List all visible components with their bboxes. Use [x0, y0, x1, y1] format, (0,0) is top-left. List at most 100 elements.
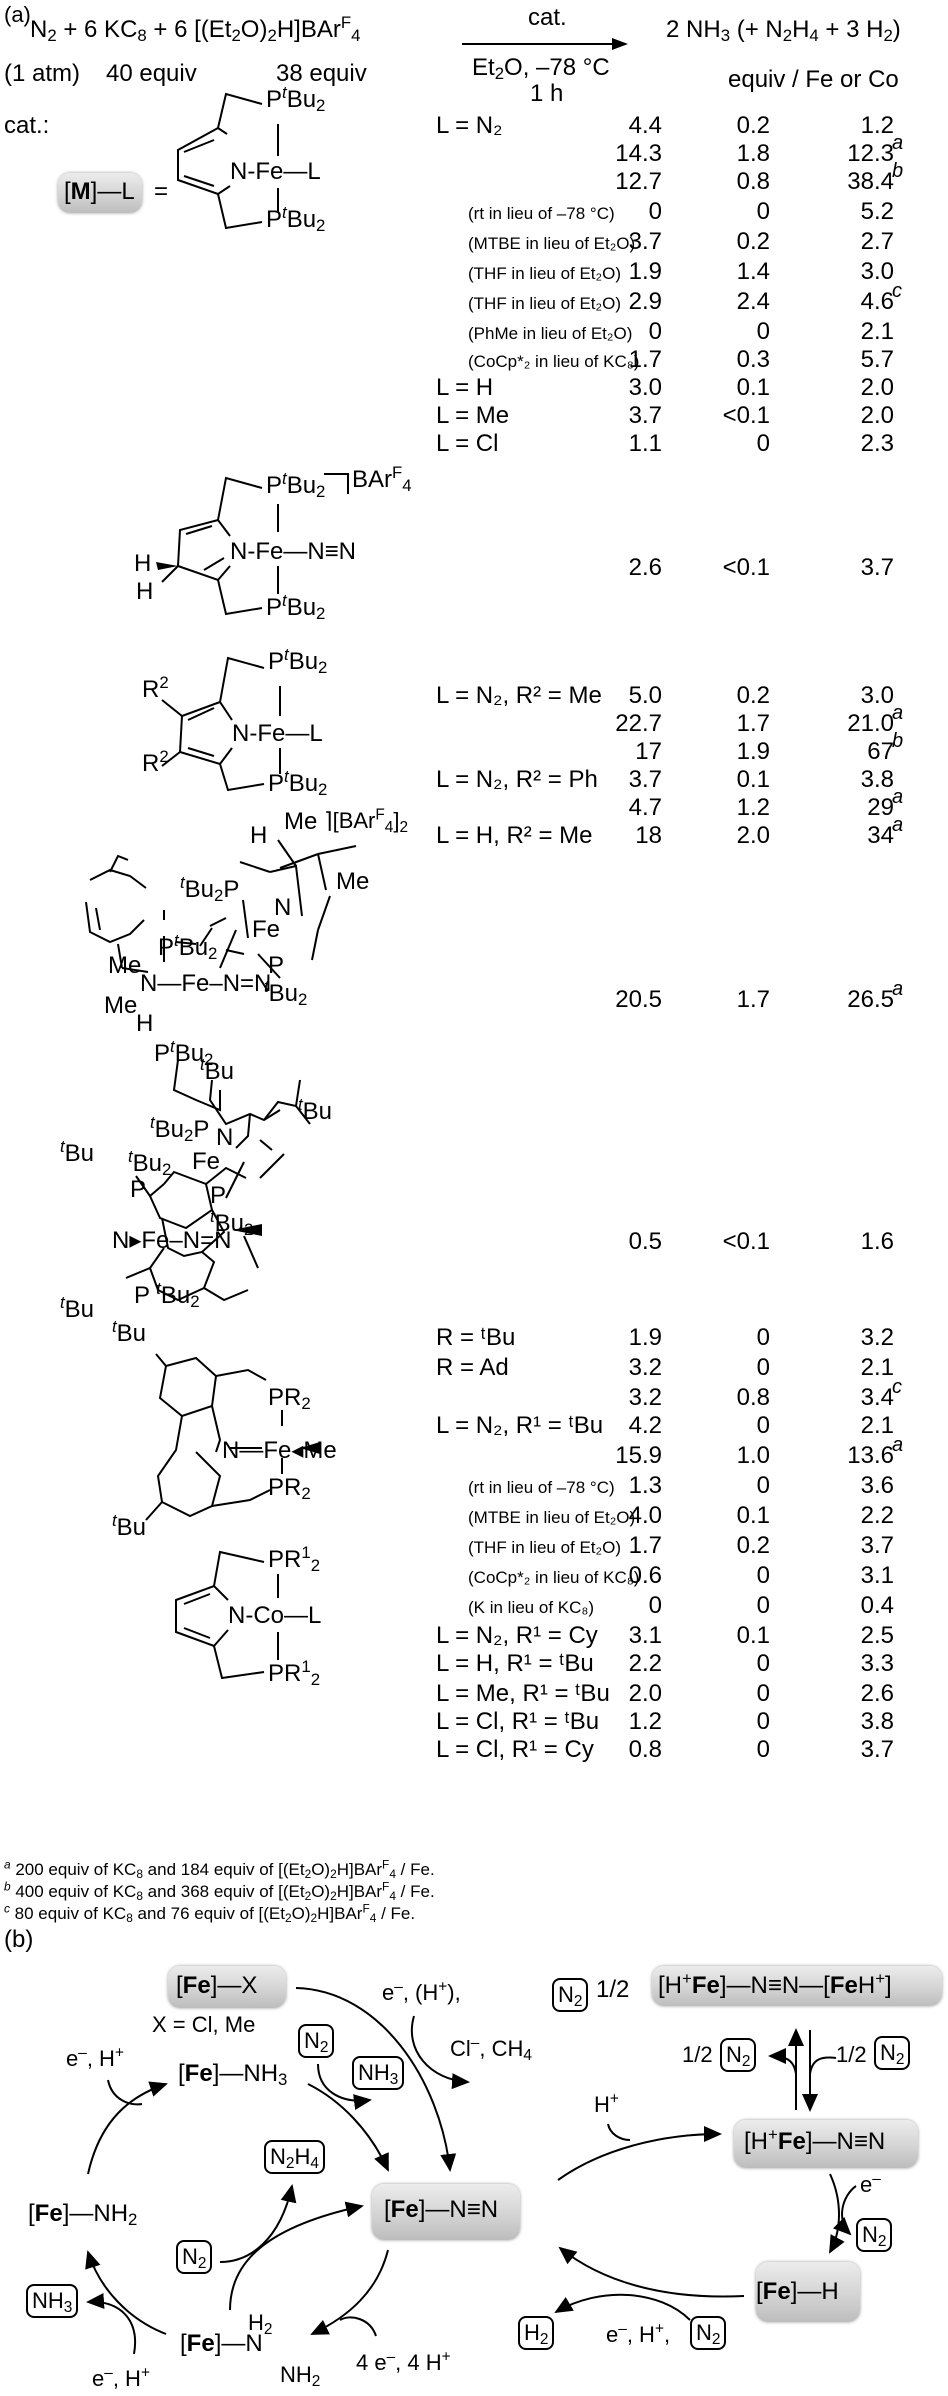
cell-h2: 3.2	[860, 1324, 894, 1351]
row-label: (K in lieu of KC₈)	[468, 1598, 595, 1617]
cell-h2: 21.0	[847, 710, 894, 737]
cell-n2h4: 0	[756, 318, 770, 345]
s6-tbu-bottom: tBu	[112, 1510, 147, 1541]
cell-n2h4: 2.0	[736, 822, 770, 849]
s4-fe-upper: Fe	[252, 916, 281, 943]
boxed-n2-c: N2	[720, 2038, 757, 2072]
ml-highlight-box	[58, 173, 142, 213]
label-e-hplus-n2: e–, (H+),	[382, 1978, 461, 2005]
cell-n2h4: 0	[756, 1324, 770, 1351]
boxed-n2-a: N2	[298, 2024, 335, 2058]
s2-h-dash: H	[136, 578, 154, 605]
cell-n2h4: 0	[756, 1708, 770, 1735]
row-label: (THF in lieu of Et₂O)	[468, 294, 622, 313]
row-label: L = Me	[436, 402, 510, 429]
cell-nh3: 2.6	[628, 554, 662, 581]
s5-tbu2-right: tBu2	[210, 1206, 254, 1240]
s4-p-left-bottom: PtBu2	[154, 1036, 214, 1070]
cell-n2h4: 0	[756, 1650, 770, 1677]
row-label: (THF in lieu of Et₂O)	[468, 264, 622, 283]
s6-tbu-top: tBu	[112, 1316, 147, 1347]
s5-p-upper: tBu2P	[150, 1112, 210, 1146]
s4-n-upper: N	[274, 894, 292, 921]
s5-fe-left: N▸Fe–N=N	[112, 1227, 232, 1254]
species-hfe-n2: [H+Fe]—N≡N	[744, 2124, 886, 2155]
amount-kc8: 40 equiv	[106, 60, 197, 87]
cell-h2: 4.6	[860, 288, 894, 315]
s4-counterion: ⌉[BArF4]2	[324, 806, 409, 836]
s1-p-bottom: PtBu2	[266, 202, 326, 236]
cell-nh3: 1.1	[628, 430, 662, 457]
s5-tbu-left-bottom: tBu	[60, 1292, 95, 1323]
row-label: L = Me, R¹ = ᵗBu	[436, 1680, 610, 1707]
s6-p-bottom: PR2	[268, 1474, 311, 1504]
species-fe-hydrazine: [Fe]—N	[180, 2330, 263, 2357]
s4-p-lower: P	[268, 952, 285, 979]
cell-nh3: 2.9	[628, 288, 662, 315]
cell-nh3: 4.4	[628, 112, 662, 139]
cell-h2: 2.1	[860, 1354, 894, 1381]
row-label: L = H, R² = Me	[436, 822, 593, 849]
row-label: (rt in lieu of –78 °C)	[468, 204, 615, 223]
cell-n2h4: <0.1	[722, 402, 770, 429]
s5-fe-upper: Fe	[192, 1148, 221, 1175]
cell-h2: 3.7	[860, 1532, 894, 1559]
x-definition: X = Cl, Me	[152, 2012, 256, 2037]
cell-n2h4: 1.4	[736, 258, 770, 285]
panel-b-label: (b)	[4, 1926, 34, 1953]
cell-h2: 3.4	[860, 1384, 894, 1411]
row-label: (PhMe in lieu of Et₂O)	[468, 324, 633, 343]
footnote-marker: a	[892, 786, 904, 808]
cell-n2h4: 0.8	[736, 168, 770, 195]
cell-n2h4: 0	[756, 1412, 770, 1439]
footnote-marker: a	[892, 702, 904, 724]
cell-nh3: 1.7	[628, 346, 662, 373]
s5-p-left: P	[130, 1176, 147, 1203]
cell-nh3: 3.1	[628, 1622, 662, 1649]
footnote-marker: a	[892, 132, 904, 154]
structure-fe-carbazolide-me	[145, 1353, 320, 1521]
footnote-marker: a	[892, 978, 904, 1000]
s5-tbu-left-top: tBu	[60, 1136, 95, 1167]
cell-nh3: 3.0	[628, 374, 662, 401]
cell-h2: 3.3	[860, 1650, 894, 1677]
s3-p-bottom: PtBu2	[268, 766, 328, 800]
footnote-b: b 400 equiv of KC8 and 368 equiv of [(Et…	[4, 1879, 435, 1903]
fe-x-box	[168, 1966, 286, 2008]
s5-tbu2-left: tBu2	[128, 1146, 172, 1180]
label-e-h-top: e–, H+	[66, 2044, 124, 2071]
cell-nh3: 1.7	[628, 1532, 662, 1559]
cell-h2: 1.6	[860, 1228, 894, 1255]
boxed-n2h4: N2H4	[264, 2140, 325, 2174]
cell-nh3: 3.7	[628, 766, 662, 793]
amount-acid: 38 equiv	[276, 60, 367, 87]
cell-n2h4: 0	[756, 198, 770, 225]
s4-me-left-bottom: Me	[104, 992, 138, 1019]
dimer-coefficient: 1/2	[596, 1976, 630, 2003]
hfe-n2-box	[734, 2120, 918, 2168]
reaction-conditions-solvent: Et2O, –78 °C	[472, 54, 610, 84]
cell-n2h4: 0.1	[736, 766, 770, 793]
s3-r2-top: R2	[142, 672, 169, 703]
row-label: L = N₂, R¹ = ᵗBu	[436, 1412, 604, 1439]
s4-me-right: Me	[336, 868, 370, 895]
reaction-reactants: N2 + 6 KC8 + 6 [(Et2O)2H]BArF4	[30, 12, 361, 46]
species-fe-x: [Fe]—X	[176, 1972, 258, 1999]
cell-nh3: 0.6	[628, 1562, 662, 1589]
footnote-marker: a	[892, 814, 904, 836]
footnote-marker: b	[892, 730, 904, 752]
s5-tbu-top: tBu	[200, 1054, 235, 1085]
cell-h2: 3.0	[860, 682, 894, 709]
boxed-nh3-b: NH3	[26, 2284, 79, 2318]
s4-h-left: H	[136, 1010, 154, 1037]
cell-h2: 29	[867, 794, 894, 821]
s5-p-left-bottom: P tBu2	[134, 1278, 200, 1312]
cell-h2: 2.1	[860, 318, 894, 345]
cell-n2h4: 0.2	[736, 682, 770, 709]
s2-h-wedge: H	[134, 550, 152, 577]
cell-nh3: 20.5	[615, 986, 662, 1013]
row-label: R = Ad	[436, 1354, 509, 1381]
reaction-catalyst-label: cat.	[528, 4, 567, 31]
boxed-n2-d: N2	[874, 2036, 911, 2070]
cell-n2h4: 0	[756, 1472, 770, 1499]
